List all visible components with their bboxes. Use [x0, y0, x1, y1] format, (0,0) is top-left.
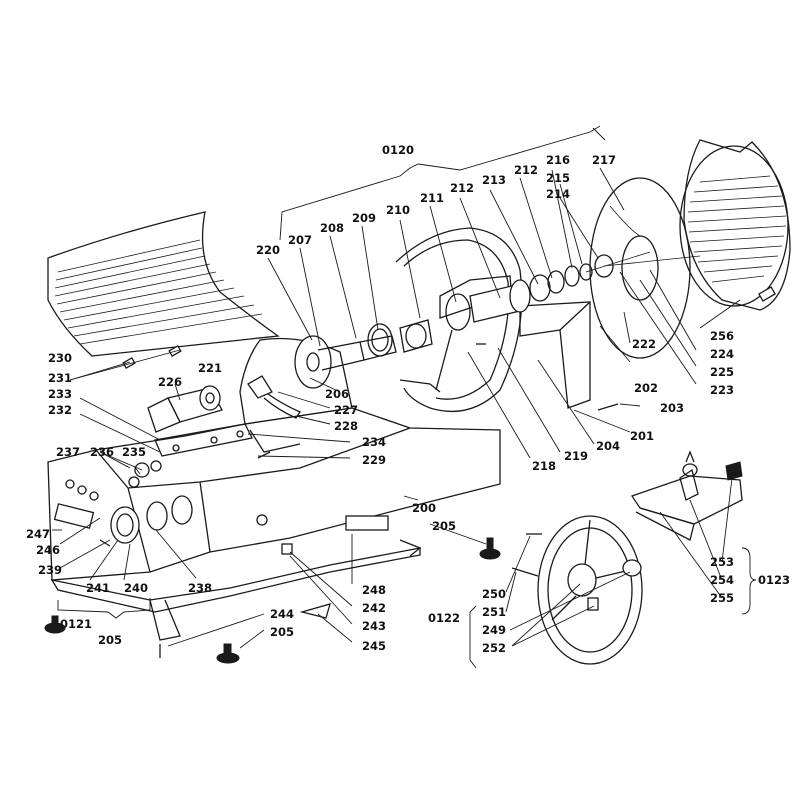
part-label-246: 246 — [36, 543, 60, 557]
part-label-242: 242 — [362, 601, 386, 615]
part-label-213: 213 — [482, 173, 506, 187]
part-label-236: 236 — [90, 445, 114, 459]
part-label-238: 238 — [188, 581, 212, 595]
knob-238-239 — [110, 495, 193, 544]
part-label-255: 255 — [710, 591, 734, 605]
part-label-232: 232 — [48, 403, 72, 417]
part-label-254: 254 — [710, 573, 734, 587]
part-label-227: 227 — [334, 403, 358, 417]
part-label-216: 216 — [546, 153, 570, 167]
leader-lines — [52, 125, 757, 669]
lever-227-228 — [247, 375, 301, 453]
part-label-212-right: 212 — [514, 163, 538, 177]
part-label-241: 241 — [86, 581, 110, 595]
part-label-250: 250 — [482, 587, 506, 601]
blade-222 — [589, 177, 691, 359]
part-label-225: 225 — [710, 365, 734, 379]
foot-205-center — [216, 643, 240, 664]
part-label-223: 223 — [710, 383, 734, 397]
part-label-245: 245 — [362, 639, 386, 653]
part-labels: 0120 0121 0122 0123 200 201 202 203 204 … — [26, 143, 790, 655]
small-parts-243-245 — [159, 543, 331, 658]
part-label-204: 204 — [596, 439, 620, 453]
part-label-248: 248 — [362, 583, 386, 597]
group-label-0121: 0121 — [60, 617, 92, 631]
part-label-239: 239 — [38, 563, 62, 577]
part-label-252: 252 — [482, 641, 506, 655]
group-label-0123: 0123 — [758, 573, 790, 587]
blade-frame-210 — [395, 227, 591, 412]
motor-221 — [147, 385, 223, 433]
part-label-237: 237 — [56, 445, 80, 459]
part-label-226: 226 — [158, 375, 182, 389]
part-label-251: 251 — [482, 605, 506, 619]
part-label-205-right: 205 — [432, 519, 456, 533]
part-label-229: 229 — [362, 453, 386, 467]
part-label-207: 207 — [288, 233, 312, 247]
part-label-230: 230 — [48, 351, 72, 365]
product-tray-230 — [47, 211, 280, 369]
part-label-214: 214 — [546, 187, 570, 201]
part-label-231: 231 — [48, 371, 72, 385]
handwheel-0122 — [511, 515, 643, 665]
foot-205-left — [44, 615, 66, 634]
part-label-222: 222 — [632, 337, 656, 351]
part-label-256: 256 — [710, 329, 734, 343]
part-label-219: 219 — [564, 449, 588, 463]
part-label-217: 217 — [592, 153, 616, 167]
part-label-244: 244 — [270, 607, 294, 621]
part-label-210: 210 — [386, 203, 410, 217]
part-label-201: 201 — [630, 429, 654, 443]
part-label-224: 224 — [710, 347, 734, 361]
group-label-0122: 0122 — [428, 611, 460, 625]
part-label-218: 218 — [532, 459, 556, 473]
part-label-212-left: 212 — [450, 181, 474, 195]
main-housing-200 — [47, 337, 501, 641]
part-label-208: 208 — [320, 221, 344, 235]
part-label-200: 200 — [412, 501, 436, 515]
part-label-211: 211 — [420, 191, 444, 205]
part-label-205-left: 205 — [98, 633, 122, 647]
group-label-0120: 0120 — [382, 143, 414, 157]
part-label-203: 203 — [660, 401, 684, 415]
part-label-240: 240 — [124, 581, 148, 595]
part-label-209: 209 — [352, 211, 376, 225]
pins — [99, 343, 619, 547]
part-label-243: 243 — [362, 619, 386, 633]
part-label-249: 249 — [482, 623, 506, 637]
part-label-206: 206 — [325, 387, 349, 401]
part-label-247: 247 — [26, 527, 50, 541]
part-label-235: 235 — [122, 445, 146, 459]
part-label-202: 202 — [634, 381, 658, 395]
part-label-220: 220 — [256, 243, 280, 257]
part-label-215: 215 — [546, 171, 570, 185]
hub-assembly — [469, 251, 701, 323]
pulley-shaft — [294, 319, 433, 389]
part-label-233: 233 — [48, 387, 72, 401]
foot-205-right — [479, 537, 501, 560]
part-label-228: 228 — [334, 419, 358, 433]
part-label-221: 221 — [198, 361, 222, 375]
sharpener-0123 — [630, 450, 743, 541]
part-label-234: 234 — [362, 435, 386, 449]
blade-cover-256 — [679, 139, 791, 311]
part-label-253: 253 — [710, 555, 734, 569]
part-label-205-center: 205 — [270, 625, 294, 639]
